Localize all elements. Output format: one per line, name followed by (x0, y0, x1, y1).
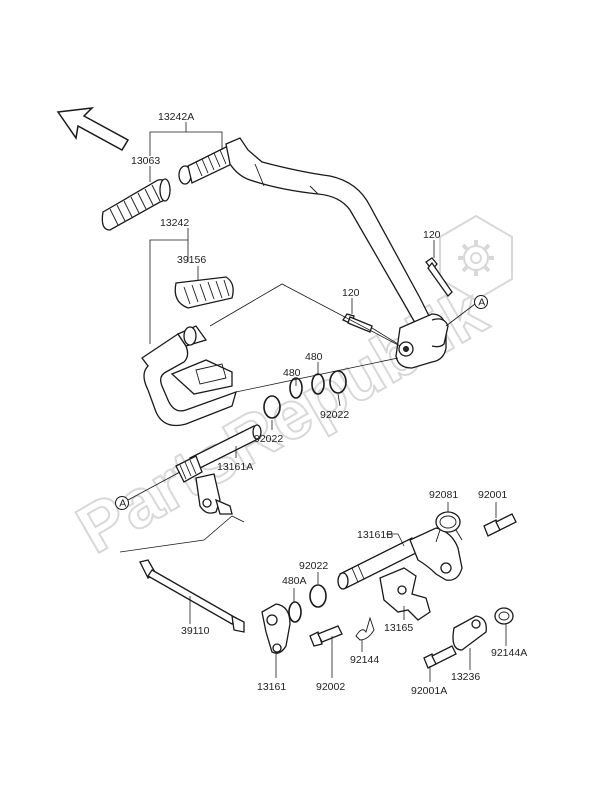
arm-13236 (452, 615, 487, 651)
washer-92022-shaft (309, 584, 327, 608)
plate-13165 (379, 567, 431, 621)
marker-a-left-text: A (119, 498, 126, 510)
label-92144: 92144 (350, 654, 379, 666)
label-120-top: 120 (423, 229, 441, 241)
bolt-120-upper (425, 257, 453, 298)
label-39110: 39110 (181, 625, 210, 637)
footrest-rubber-13063 (101, 178, 171, 231)
washer-480A (288, 601, 302, 623)
label-120-mid: 120 (342, 287, 360, 299)
brake-lever-13242 (141, 325, 237, 427)
footrest-peg-13242A (178, 145, 237, 185)
label-13242: 13242 (160, 217, 189, 229)
label-92022-c: 92022 (299, 560, 328, 572)
reference-marker-a-right: A (445, 295, 488, 327)
bolt-92001 (483, 513, 517, 537)
leader-lines (119, 122, 507, 682)
label-92001A: 92001A (411, 685, 447, 697)
washer-92022-lower (263, 395, 281, 419)
reference-marker-a-left: A (115, 471, 181, 510)
bolt-92001A (423, 645, 457, 669)
tie-rod-39110 (139, 559, 245, 633)
front-direction-arrow-icon (56, 107, 130, 152)
spring-92144 (355, 616, 375, 641)
label-92022-a: 92022 (320, 409, 349, 421)
label-13236: 13236 (451, 671, 480, 683)
label-480-left: 480 (283, 367, 301, 379)
bolt-92002 (309, 625, 343, 647)
label-13161: 13161 (257, 681, 286, 693)
spring-92144A (494, 607, 514, 625)
label-480A: 480A (282, 575, 307, 587)
pedal-pad-39156 (174, 276, 234, 309)
label-13161A: 13161A (217, 461, 253, 473)
label-39156: 39156 (177, 254, 206, 266)
label-92144A: 92144A (491, 647, 527, 659)
label-92081: 92081 (429, 489, 458, 501)
shift-lever-13161 (261, 603, 291, 654)
watermark-gear-icon (439, 214, 513, 302)
shift-pedal-arm (225, 137, 449, 369)
shift-shaft-13161A (175, 424, 262, 515)
shift-shaft-13161B (337, 527, 463, 590)
marker-a-right-text: A (478, 297, 485, 309)
label-480-right: 480 (305, 351, 323, 363)
label-13063: 13063 (131, 155, 160, 167)
label-13161B: 13161B (357, 529, 393, 541)
part-labels: 13242A 13063 13242 39156 120 120 480 480… (131, 111, 527, 697)
label-92022-b: 92022 (254, 433, 283, 445)
label-92002: 92002 (316, 681, 345, 693)
label-92001: 92001 (478, 489, 507, 501)
label-13165: 13165 (384, 622, 413, 634)
label-13242A: 13242A (158, 111, 194, 123)
